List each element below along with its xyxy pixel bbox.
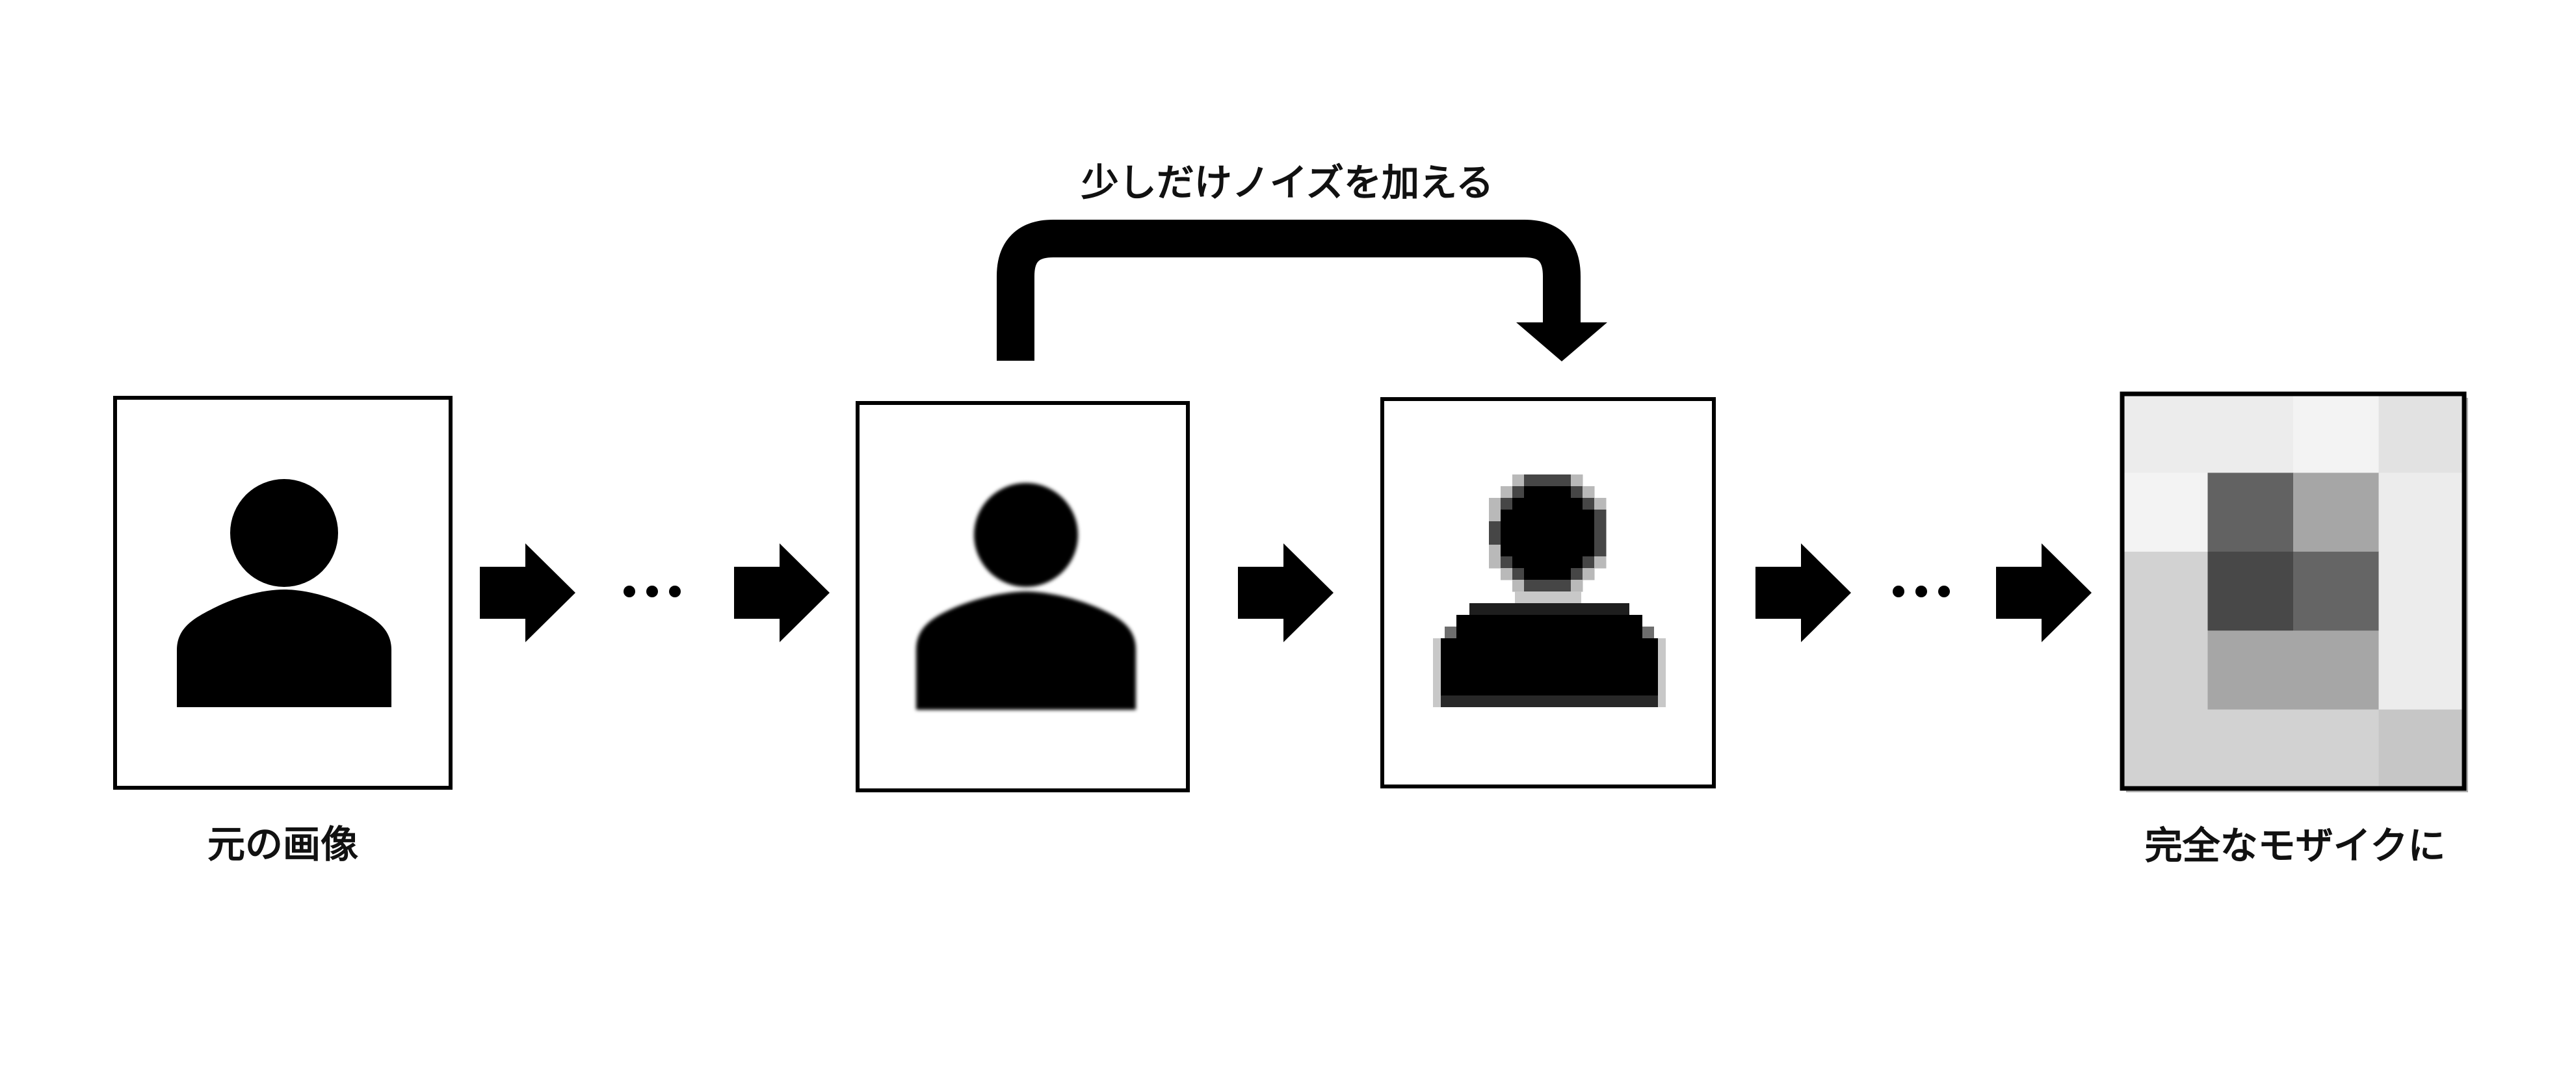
person-icon xyxy=(177,479,391,707)
mosaic-cell xyxy=(2378,630,2465,710)
mosaic-cell xyxy=(2378,473,2465,552)
mosaic-cell xyxy=(2293,630,2380,710)
add-noise-arrow xyxy=(997,220,1607,361)
right-arrow-icon xyxy=(1755,543,1851,642)
original-image-label: 元の画像 xyxy=(207,822,358,866)
full-mosaic-panel xyxy=(2120,391,2468,792)
mosaic-cell xyxy=(2293,551,2380,631)
pixelated-image-panel xyxy=(1380,397,1716,788)
mosaic-cell xyxy=(2207,473,2294,552)
add-noise-label: 少しだけノイズを加える xyxy=(1081,161,1494,205)
mosaic-cell xyxy=(2207,709,2294,789)
ellipsis-icon xyxy=(624,586,681,597)
mosaic-cell xyxy=(2122,473,2209,552)
full-mosaic-label: 完全なモザイクに xyxy=(2144,824,2446,868)
mosaic-cell xyxy=(2207,551,2294,631)
mosaic-cell xyxy=(2293,473,2380,552)
person-icon xyxy=(1433,474,1666,707)
right-arrow-icon xyxy=(1238,543,1334,642)
person-icon xyxy=(916,483,1136,710)
mosaic-cell xyxy=(2122,394,2209,473)
mosaic-cell xyxy=(2378,394,2465,473)
right-arrow-icon xyxy=(734,543,830,642)
right-arrow-icon xyxy=(1996,543,2092,642)
mosaic-cell xyxy=(2122,630,2209,710)
mosaic-cell xyxy=(2378,709,2465,789)
mosaic-cell xyxy=(2207,630,2294,710)
mosaic-cell xyxy=(2293,394,2380,473)
slightly-pixelated-image-panel xyxy=(856,401,1190,792)
mosaic-cell xyxy=(2293,709,2380,789)
ellipsis-icon xyxy=(1893,586,1950,597)
right-arrow-icon xyxy=(480,543,575,642)
mosaic-cell xyxy=(2378,551,2465,631)
mosaic-cell xyxy=(2122,709,2209,789)
mosaic-grid xyxy=(2122,394,2465,789)
original-image-panel xyxy=(113,396,453,790)
mosaic-frame xyxy=(2120,391,2467,791)
mosaic-cell xyxy=(2207,394,2294,473)
mosaic-cell xyxy=(2122,551,2209,631)
